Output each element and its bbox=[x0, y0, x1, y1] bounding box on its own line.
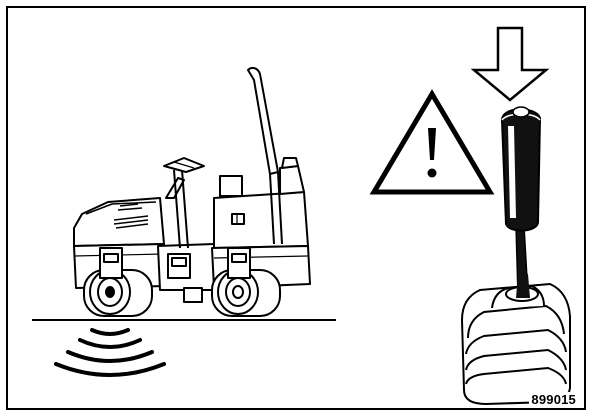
vibration-waves-icon bbox=[56, 330, 164, 375]
roller-illustration bbox=[32, 68, 336, 320]
illustration-canvas bbox=[8, 8, 584, 408]
lever-handle bbox=[502, 109, 540, 230]
lever-boot bbox=[462, 284, 570, 404]
warning-triangle-icon bbox=[374, 94, 490, 192]
push-down-arrow-icon bbox=[474, 28, 546, 100]
rops-bar bbox=[248, 68, 278, 174]
illustration-frame: 899015 bbox=[6, 6, 586, 410]
figure-code: 899015 bbox=[529, 392, 578, 407]
roller-hood bbox=[74, 198, 164, 246]
control-lever-icon bbox=[462, 107, 570, 404]
roller-engine-box bbox=[214, 192, 308, 248]
